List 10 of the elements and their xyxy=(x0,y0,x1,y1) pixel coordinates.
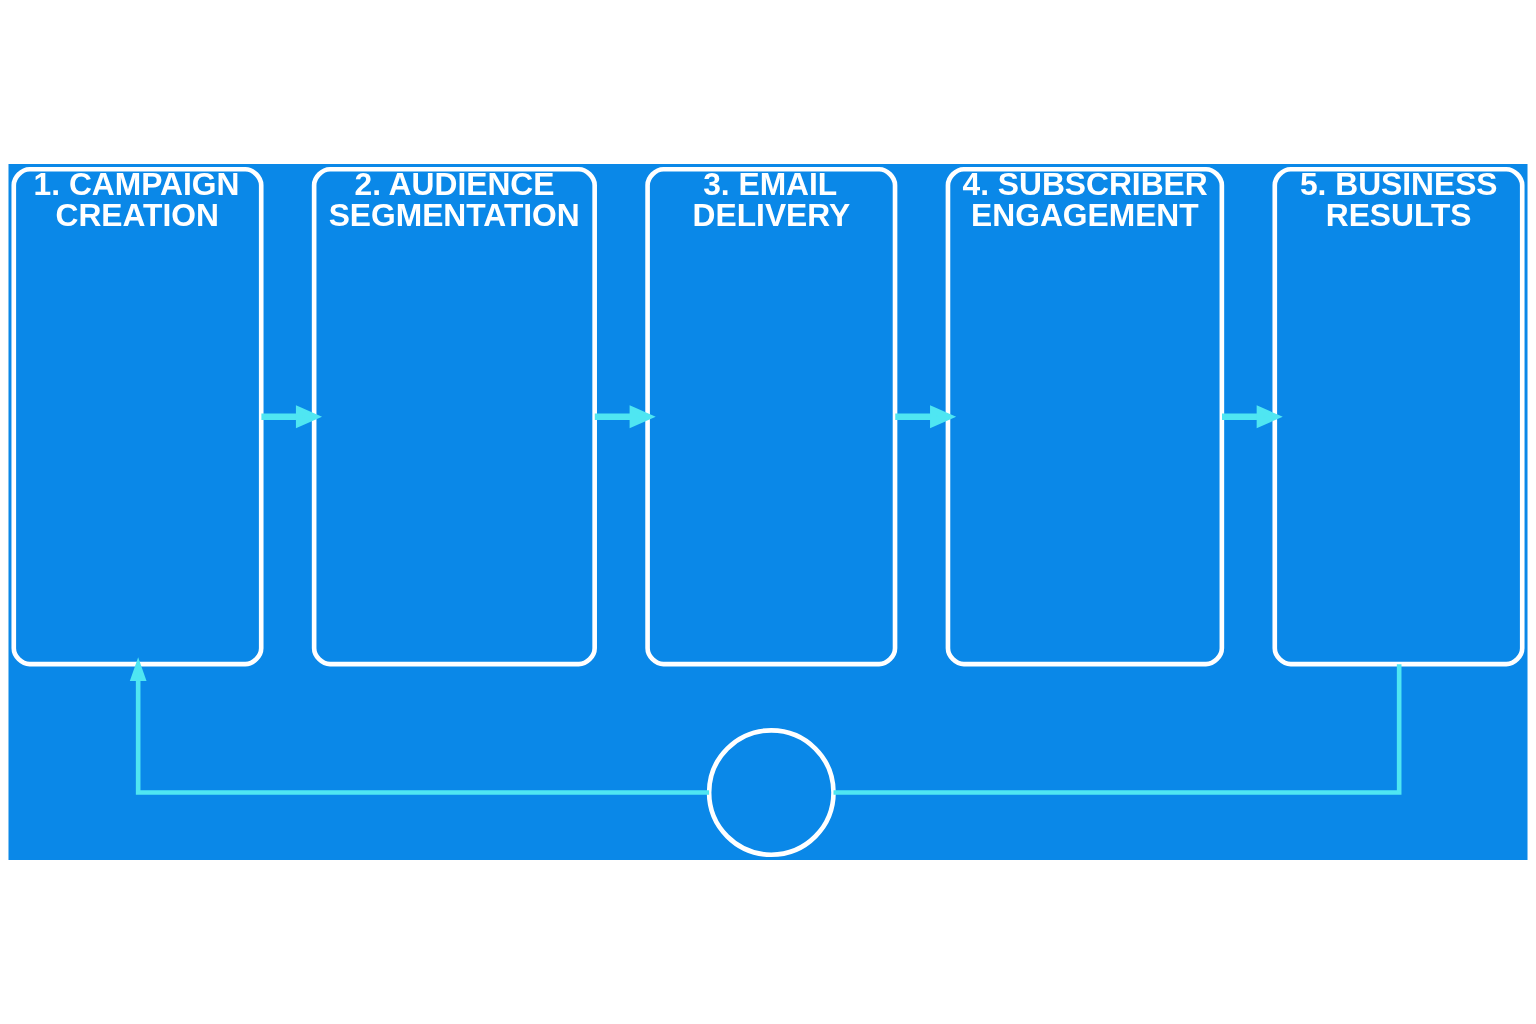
node-box: 4. SUBSCRIBER ENGAGEMENT xyxy=(945,166,1225,667)
node-box: 2. AUDIENCE SEGMENTATION xyxy=(311,166,597,667)
node-circle xyxy=(706,728,836,858)
node-box: 1. CAMPAIGN CREATION xyxy=(11,166,264,667)
connector xyxy=(833,664,1402,795)
arrow xyxy=(129,657,710,795)
arrow xyxy=(261,405,323,429)
node-box: 5. BUSINESS RESULTS xyxy=(1272,166,1525,667)
node-box: 3. EMAIL DELIVERY xyxy=(645,166,898,667)
arrow xyxy=(594,405,656,429)
